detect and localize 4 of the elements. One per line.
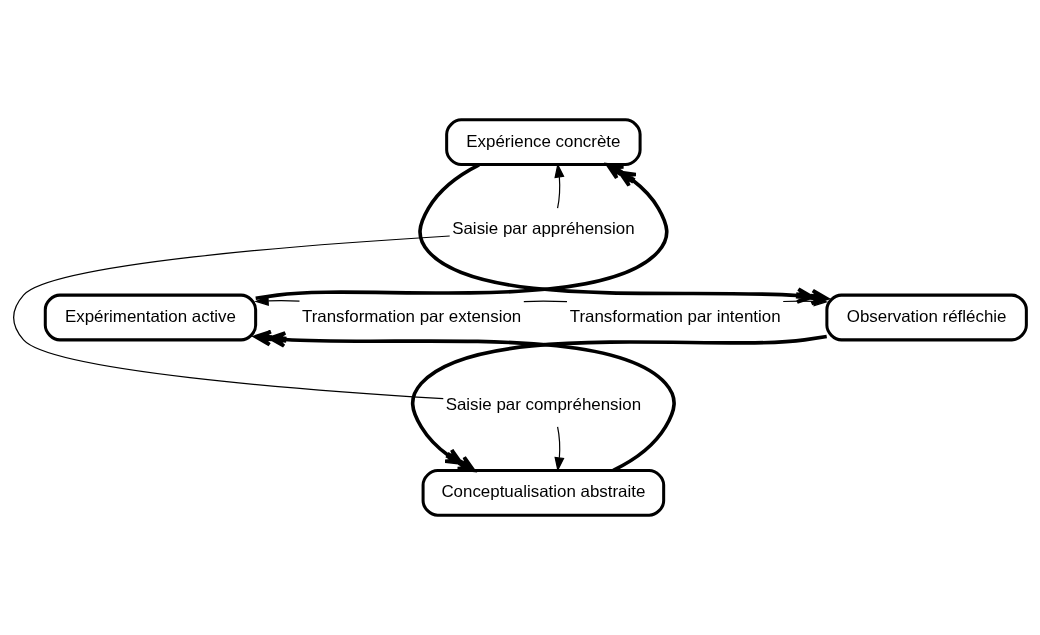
node-text: Transformation par intention	[569, 306, 781, 326]
node-text: Saisie par appréhension	[452, 219, 635, 239]
node-text: Saisie par compréhension	[445, 394, 642, 414]
node-text: Transformation par extension	[301, 306, 522, 326]
